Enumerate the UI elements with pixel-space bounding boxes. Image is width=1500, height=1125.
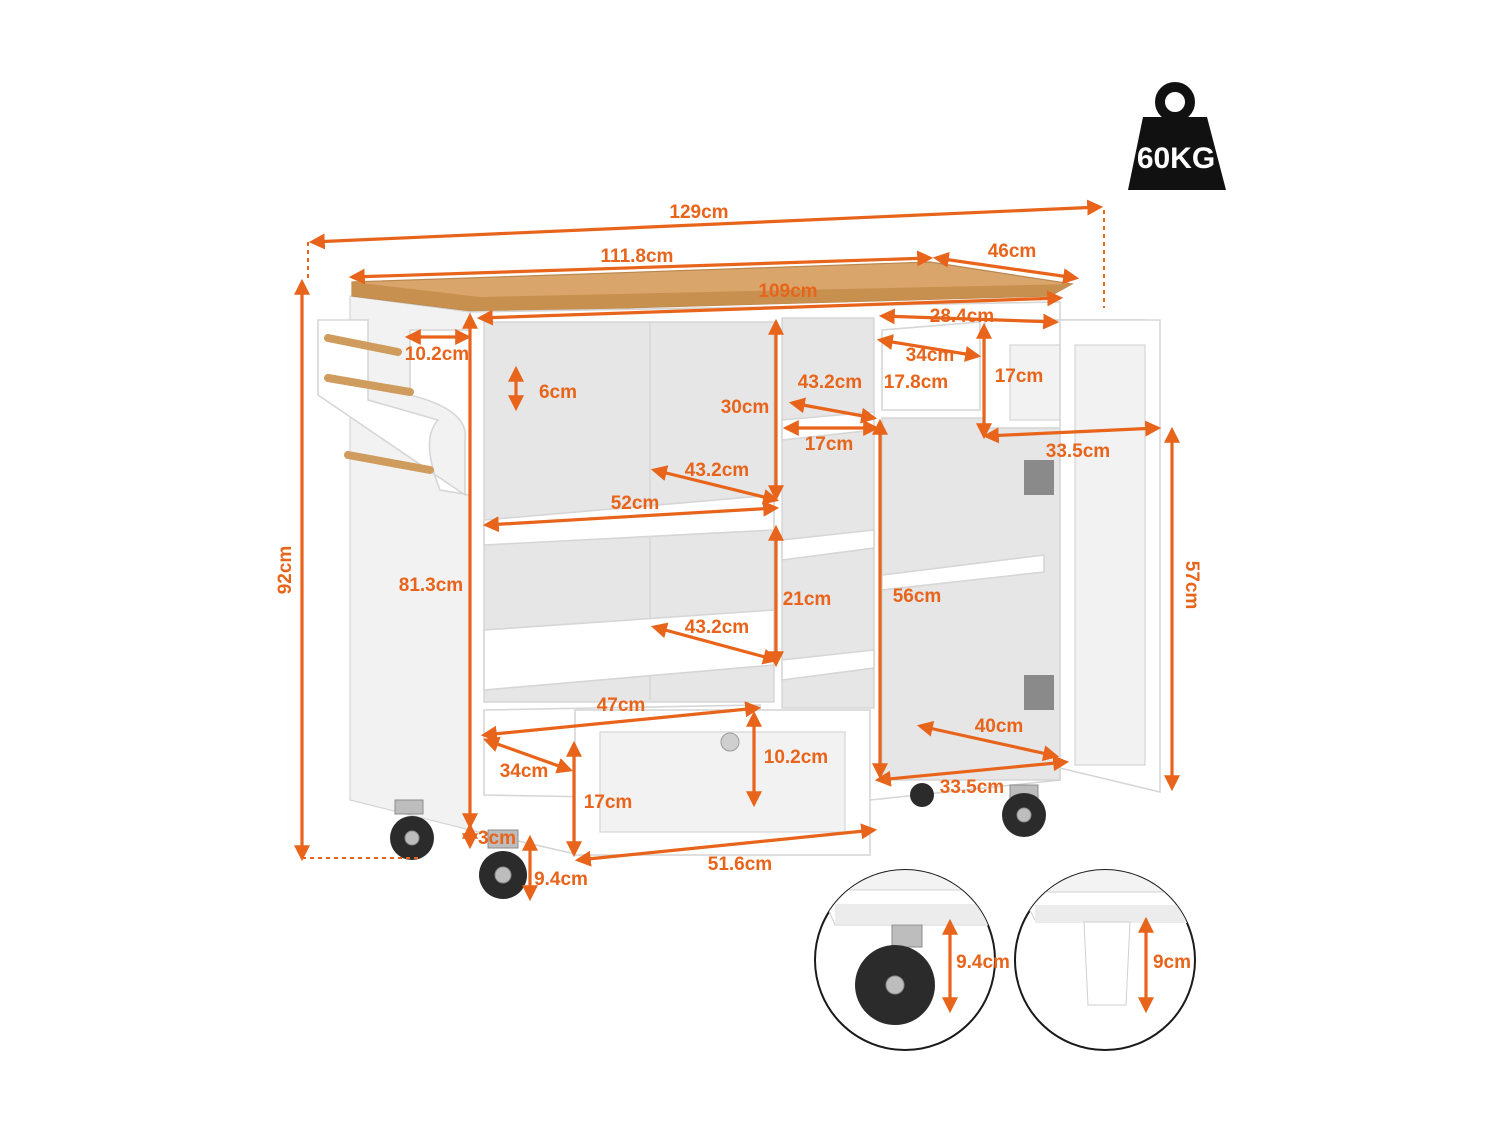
drawer-bottom-depth-label: 34cm	[500, 761, 549, 782]
drawer-top-depth-label: 34cm	[906, 345, 955, 366]
caster-wheel	[910, 783, 934, 807]
towel-rack-label: 10.2cm	[405, 344, 469, 365]
weight-label: 60KG	[1137, 142, 1215, 175]
leg-detail-circle: 9cm	[1014, 869, 1196, 1051]
dimension-labels: 129cm 111.8cm 46cm 109cm 28.4cm 10.2cm 6…	[275, 202, 1202, 890]
lower-shelf-depth-label: 43.2cm	[685, 617, 749, 638]
drawer-top-inner-height-label: 17.8cm	[884, 372, 948, 393]
shelf-gap-label: 6cm	[539, 382, 577, 403]
drawer-top-width-label: 28.4cm	[930, 306, 994, 327]
wheel-height-label: 9.4cm	[534, 869, 588, 890]
upper-shelf-depth-label: 43.2cm	[685, 460, 749, 481]
door-width-label: 33.5cm	[1046, 441, 1110, 462]
cabinet-inner-height-label: 56cm	[893, 586, 942, 607]
mid-compartment-height-label: 21cm	[783, 589, 832, 610]
base-gap-label: 3cm	[478, 828, 516, 849]
caster-wheel	[479, 829, 527, 899]
mid-depth-label: 43.2cm	[798, 372, 862, 393]
cabinet-depth-label: 40cm	[975, 716, 1024, 737]
weight-icon: 60KG	[1128, 82, 1226, 190]
total-width-label: 129cm	[669, 202, 728, 223]
cabinet-bottom-width-label: 33.5cm	[940, 777, 1004, 798]
upper-shelf-width-label: 52cm	[611, 493, 660, 514]
drawer-bottom-width-label: 47cm	[597, 695, 646, 716]
drawer-bottom-height-label: 17cm	[584, 792, 633, 813]
caster-wheel	[1002, 784, 1046, 837]
mid-width-label: 17cm	[805, 434, 854, 455]
door-height-label: 57cm	[1181, 561, 1202, 610]
inner-width-label: 109cm	[758, 281, 817, 302]
dimension-lines	[294, 199, 1180, 902]
detail-leg-height-label: 9cm	[1153, 952, 1191, 973]
depth-label: 46cm	[988, 241, 1037, 262]
drawer-bottom-front-height-label: 10.2cm	[764, 747, 828, 768]
caster-wheel	[390, 799, 434, 860]
upper-compartment-height-label: 30cm	[721, 397, 770, 418]
top-width-label: 111.8cm	[601, 246, 674, 267]
drawer-bottom-front-width-label: 51.6cm	[708, 854, 772, 875]
drawer-top-height-label: 17cm	[995, 366, 1044, 387]
body-height-label: 81.3cm	[399, 575, 463, 596]
detail-wheel-height-label: 9.4cm	[956, 952, 1010, 973]
total-height-label: 92cm	[275, 546, 296, 595]
wheel-detail-circle: 9.4cm	[814, 869, 1010, 1051]
